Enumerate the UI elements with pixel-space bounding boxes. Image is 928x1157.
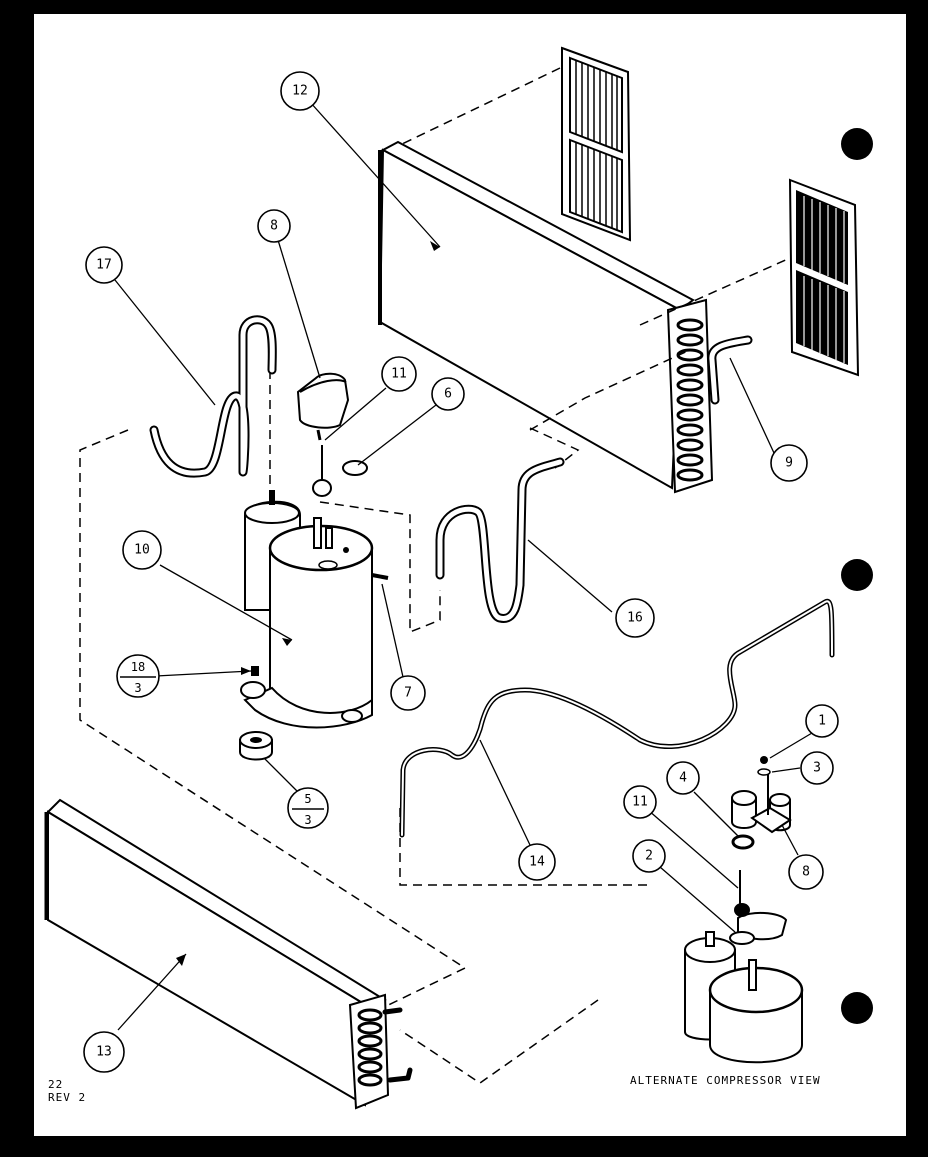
- callout-label: 12: [292, 84, 308, 99]
- callout-label: 4: [679, 771, 687, 786]
- callout-8-alt: 8: [788, 854, 824, 890]
- binder-hole-middle: [841, 559, 873, 591]
- compressor-10: [240, 490, 389, 729]
- callout-2: 2: [632, 839, 666, 873]
- overload-protector-11: [312, 445, 332, 497]
- callout-14: 14: [518, 843, 556, 881]
- fraction-bottom: 3: [134, 681, 141, 695]
- callout-label: 9: [785, 456, 793, 471]
- callout-7: 7: [390, 675, 426, 711]
- callout-10: 10: [122, 530, 162, 570]
- callout-11: 11: [381, 356, 417, 392]
- capillary-tube-14: [399, 598, 835, 838]
- callout-18-over-3: 18 3: [116, 654, 160, 698]
- callout-3: 3: [800, 751, 834, 785]
- fraction-top: 18: [131, 660, 145, 674]
- revision-label: REV 2: [48, 1091, 86, 1104]
- callout-17: 17: [85, 246, 123, 284]
- callout-16: 16: [615, 598, 655, 638]
- callout-8: 8: [257, 209, 291, 243]
- evaporator-coil-13: [44, 798, 413, 1110]
- discharge-tube-16: [435, 457, 565, 623]
- callout-label: 8: [802, 865, 810, 880]
- mounting-grommet-5: [239, 731, 273, 761]
- leader-lines: [114, 101, 813, 1031]
- alternate-compressor-view: [684, 756, 804, 1064]
- tube-9: [707, 335, 753, 405]
- callout-1: 1: [805, 704, 839, 738]
- fraction-top: 5: [304, 792, 311, 806]
- callout-label: 10: [134, 543, 150, 558]
- callout-label: 3: [813, 761, 821, 776]
- condenser-coil: [378, 140, 714, 494]
- rear-grille-upper: [561, 46, 632, 242]
- callout-label: 17: [96, 258, 112, 273]
- callout-5-over-3: 5 3: [287, 787, 329, 829]
- callout-11-alt: 11: [623, 785, 657, 819]
- callout-6: 6: [431, 377, 465, 411]
- callout-4: 4: [666, 761, 700, 795]
- callout-label: 13: [96, 1045, 112, 1060]
- assembly-dashed-lines: [79, 67, 791, 1084]
- screw-18: [251, 666, 259, 676]
- terminal-cover-8: [296, 372, 350, 441]
- callout-label: 7: [404, 686, 412, 701]
- callout-label: 14: [529, 855, 545, 870]
- binder-hole-bottom: [841, 992, 873, 1024]
- alternate-view-caption: ALTERNATE COMPRESSOR VIEW: [630, 1074, 821, 1087]
- page-number: 22: [48, 1078, 63, 1091]
- callout-label: 11: [391, 367, 407, 382]
- callout-label: 16: [627, 611, 643, 626]
- binder-hole-top: [841, 128, 873, 160]
- callout-label: 2: [645, 849, 653, 864]
- callout-label: 1: [818, 714, 826, 729]
- callout-label: 8: [270, 219, 278, 234]
- suction-tube-17: [149, 315, 277, 478]
- fraction-bottom: 3: [304, 813, 311, 827]
- rear-grille-lower: [788, 178, 860, 377]
- gasket-6: [342, 460, 368, 476]
- callout-9: 9: [770, 444, 808, 482]
- callout-12: 12: [280, 71, 320, 111]
- callout-label: 6: [444, 387, 452, 402]
- callout-label: 11: [632, 795, 648, 810]
- callout-13: 13: [83, 1031, 125, 1073]
